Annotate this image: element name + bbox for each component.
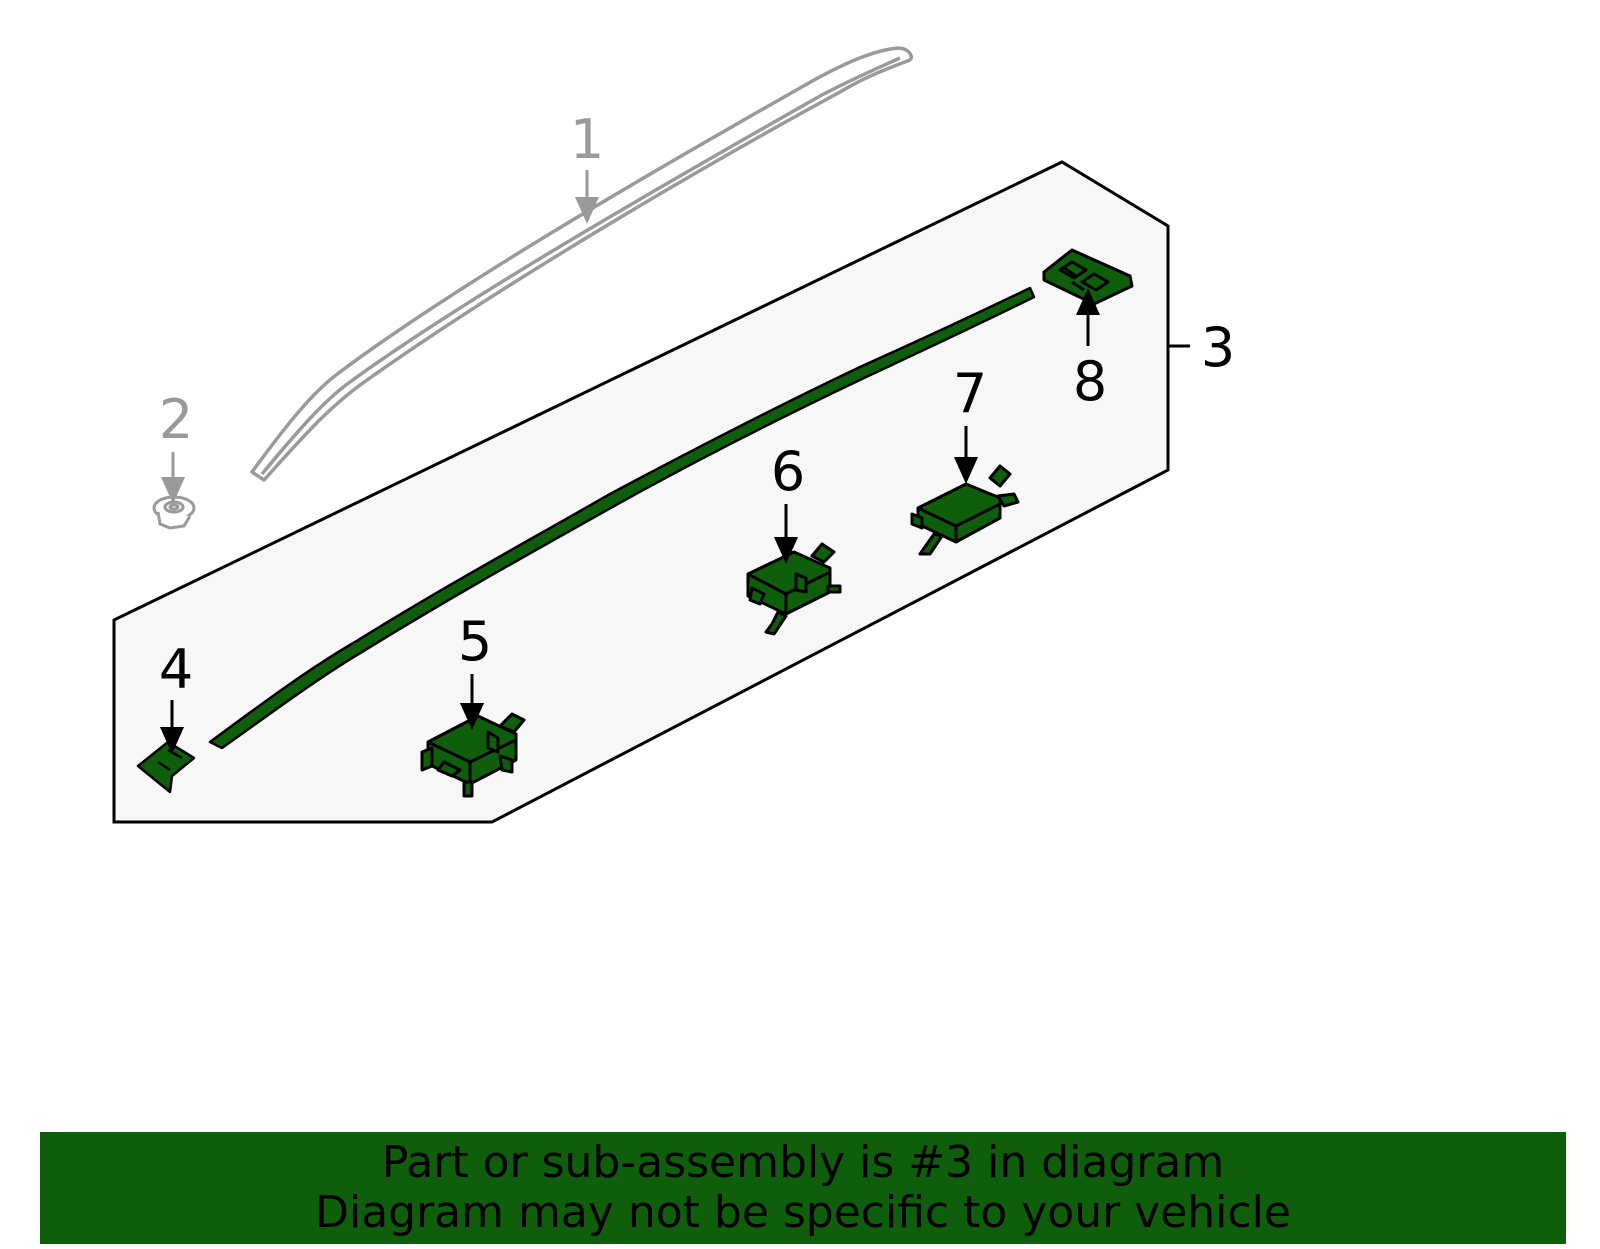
callout-3: 3 [1201,316,1235,379]
bracket-7-icon [910,464,1020,556]
callout-4: 4 [159,638,193,701]
callout-2: 2 [159,388,193,451]
banner-line-2: Diagram may not be specific to your vehi… [315,1187,1291,1238]
callout-1: 1 [570,108,604,171]
callout-5: 5 [458,610,492,673]
bracket-5-icon [420,712,526,798]
nut-icon [152,495,196,530]
info-banner: Part or sub-assembly is #3 in diagram Di… [40,1132,1566,1244]
banner-line-1: Part or sub-assembly is #3 in diagram [381,1137,1225,1188]
leader-lines [160,170,1190,754]
roof-rail-outline [250,46,913,482]
callout-7: 7 [953,362,987,425]
callout-8: 8 [1073,350,1107,413]
roof-molding-strip [208,286,1036,750]
callout-6: 6 [771,440,805,503]
bracket-6-icon [746,542,842,636]
